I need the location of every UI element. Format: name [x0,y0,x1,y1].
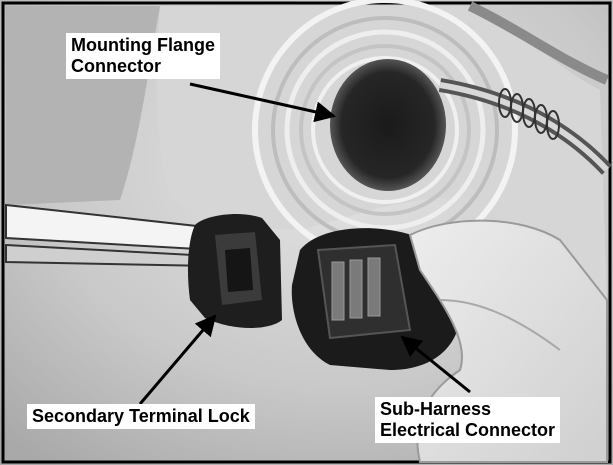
arrow-mounting-flange [189,82,337,123]
finger-crease [439,299,561,351]
arrow-secondary-terminal-lock [138,314,217,405]
mounting-flange [252,0,518,263]
mounting-flange-connector-label-line1: Mounting Flange [71,35,215,55]
wire-harness [438,1,613,175]
sub-harness-label-line2: Electrical Connector [380,420,556,440]
pliers [5,203,216,268]
mounting-flange-connector-label: Mounting Flange Connector [66,33,220,79]
secondary-terminal-lock-label: Secondary Terminal Lock [27,404,255,429]
flange-connector-hole [330,59,446,191]
secondary-terminal-lock-label-text: Secondary Terminal Lock [32,406,250,426]
secondary-terminal-lock-part [187,214,282,328]
sub-harness-electrical-connector-label: Sub-Harness Electrical Connector [375,397,561,443]
arrow-sub-harness-connector [400,335,471,394]
mounting-flange-connector-label-line2: Connector [71,56,161,76]
sub-harness-label-line1: Sub-Harness [380,399,492,419]
